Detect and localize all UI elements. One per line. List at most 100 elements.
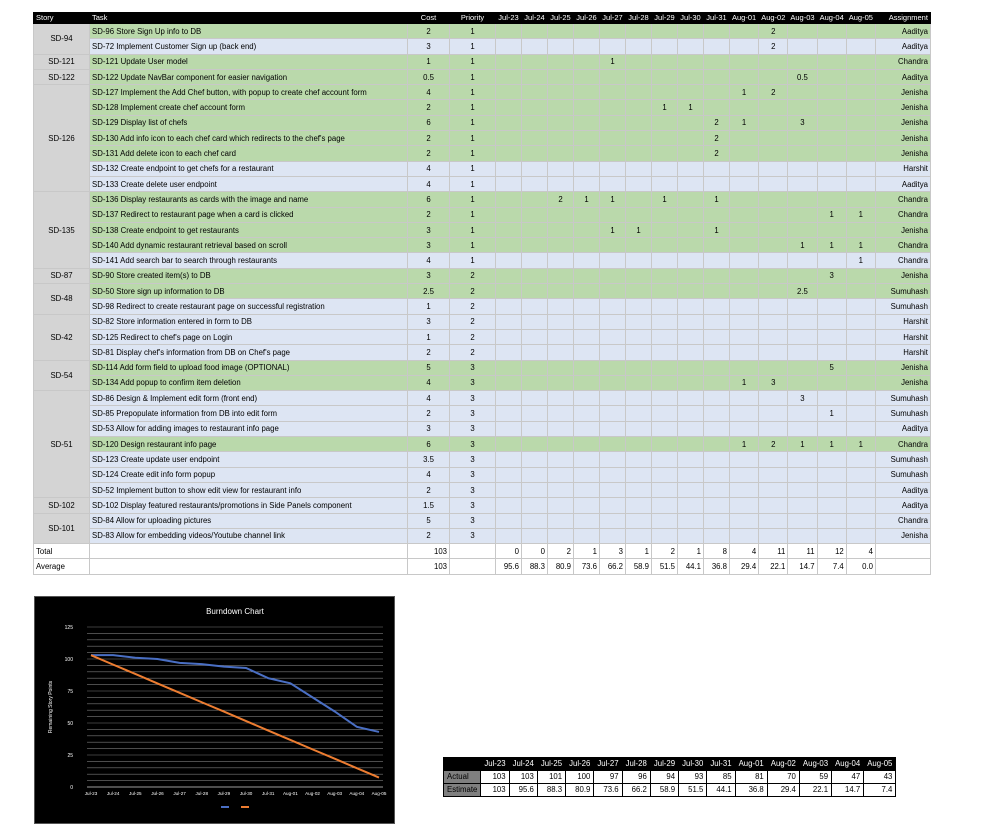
day-cell [845,313,876,330]
day-cell [728,512,760,529]
table-row: SD-134 Add popup to confirm item deletio… [34,374,931,392]
task-cell: SD-85 Prepopulate information from DB in… [89,405,408,422]
average-day-cell: 22.1 [758,558,789,575]
y-tick-label: 25 [67,753,73,759]
day-cell [728,405,760,422]
table-row: SD-52 Implement button to show edit view… [34,481,931,499]
day-cell [521,84,548,101]
x-tick-label: Jul-27 [173,791,186,796]
day-cell [547,359,574,376]
day-cell [845,359,876,376]
day-cell [758,344,789,361]
day-cell [547,344,574,361]
table-row: SD-131 Add delete icon to each chef card… [34,145,931,162]
day-cell [703,53,730,70]
day-cell [728,527,760,545]
day-cell [677,298,704,315]
summary-value: 44.1 [706,783,736,797]
day-cell [816,527,847,545]
day-cell [787,512,818,529]
summary-value: 96 [621,770,651,784]
day-cell: 3 [787,390,818,407]
day-cell [521,267,548,285]
day-cell [625,206,652,223]
day-cell [677,68,704,86]
day-cell [677,191,704,208]
day-cell [547,160,574,177]
day-cell [573,206,600,223]
day-cell [521,38,548,55]
story-cell: SD-122 [33,68,90,86]
day-cell [547,298,574,315]
task-cell: SD-72 Implement Customer Sign up (back e… [89,38,408,55]
day-cell [816,313,847,330]
average-day-cell: 0.0 [845,558,876,575]
story-cell: SD-101 [33,512,90,545]
day-cell [651,298,678,315]
x-tick-label: Aug-04 [349,791,364,796]
assignee-cell: Jenisha [874,221,931,239]
day-cell [651,160,678,177]
day-cell [599,405,626,422]
day-cell [521,344,548,361]
day-cell [547,237,574,254]
day-cell [703,451,730,468]
summary-value: 103 [480,783,510,797]
day-cell [573,420,600,438]
day-cell [495,390,522,407]
day-cell [495,252,522,269]
task-cell: SD-134 Add popup to confirm item deletio… [89,374,408,392]
day-cell [599,160,626,177]
day-cell [521,191,548,208]
day-cell [495,405,522,422]
day-cell [758,175,789,193]
day-cell [816,374,847,392]
day-cell [651,451,678,468]
day-cell [816,68,847,86]
day-cell [845,451,876,468]
day-cell [651,130,678,147]
column-header: Jul-27 [599,12,626,24]
day-cell [521,68,548,86]
day-cell [599,451,626,468]
average-day-cell: 73.6 [573,558,600,575]
day-cell: 1 [651,191,678,208]
day-cell [547,390,574,407]
average-day-cell: 95.6 [495,558,522,575]
cost-cell: 2 [407,344,450,361]
day-cell [758,221,789,239]
day-cell [547,38,574,55]
day-cell [787,160,818,177]
day-cell [573,237,600,254]
day-cell [521,497,548,514]
day-cell [495,53,522,70]
task-cell: SD-82 Store information entered in form … [89,313,408,330]
day-cell [703,344,730,361]
cost-cell: 2 [407,99,450,116]
priority-cell: 3 [449,374,496,392]
table-row: SD-130 Add info icon to each chef card w… [34,130,931,147]
day-cell [651,252,678,269]
total-day-cell: 4 [728,543,760,560]
day-cell [845,481,876,499]
y-tick-label: 100 [65,657,74,663]
priority-cell: 1 [449,191,496,208]
day-cell [521,237,548,254]
day-cell [703,497,730,514]
assignee-cell: Harshit [874,344,931,361]
summary-value: 95.6 [508,783,538,797]
day-cell: 1 [845,206,876,223]
day-cell [495,451,522,468]
x-tick-label: Aug-03 [327,791,342,796]
column-header: Jul-30 [677,12,704,24]
total-day-cell: 12 [816,543,847,560]
day-cell [625,298,652,315]
average-day-cell: 14.7 [787,558,818,575]
day-cell [521,466,548,483]
column-header: Aug-04 [816,12,847,24]
day-cell [787,374,818,392]
